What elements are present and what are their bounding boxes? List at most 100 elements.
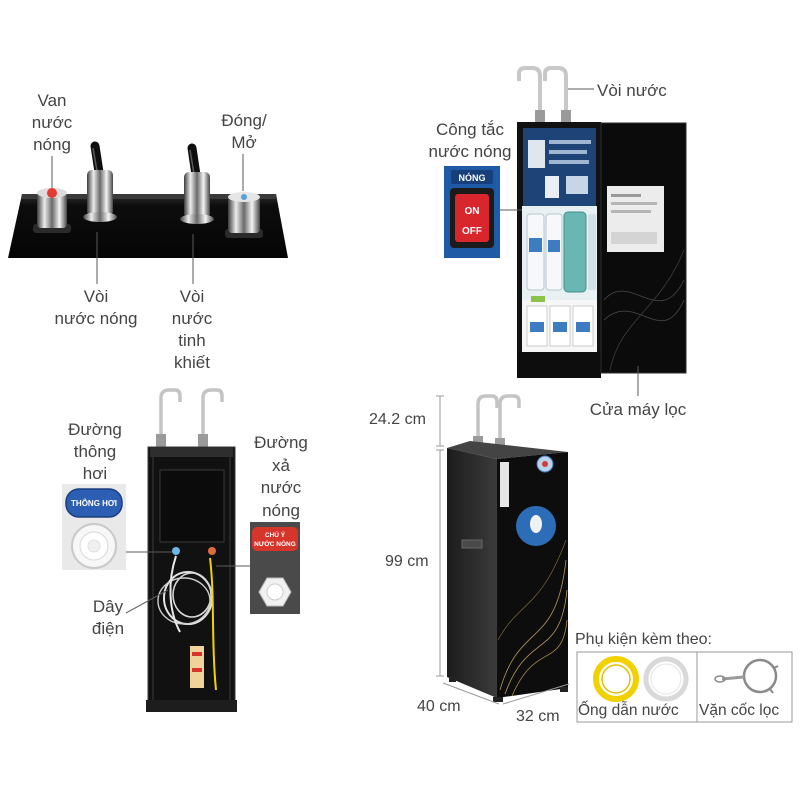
wrench-grip [714,675,726,683]
cable-label-line: điện [91,619,125,638]
cabinet-base [517,352,601,378]
faucet-body [184,172,210,218]
panel-highlight [21,194,277,199]
faucet-gooseneck [517,66,542,124]
knob-body [37,192,67,228]
leader-cable [125,589,169,614]
faucet-fitting [535,110,545,123]
door-swirl-line [603,299,685,322]
faucet-pipe [90,141,104,177]
sticker-line [549,160,589,164]
switch-badge-text: NÓNG [459,172,486,183]
purifier-foot [449,676,456,682]
vent-fitting [172,547,180,555]
dim-depth-label: 32 cm [516,708,560,725]
hot-valve-label-line: nóng [33,135,71,154]
back-upper-panel [159,469,225,543]
yellow-tube-ring-inner [601,664,631,694]
drain-badge-text-2: NƯỚC NÓNG [254,539,296,548]
dim-depth-line [502,683,570,705]
drain-closeup: CHÚ Ý NƯỚC NÓNG [250,522,300,614]
white-tube-ring [643,656,689,702]
side-handle [461,539,483,549]
hot-water-switch-closeup: NÓNG ON OFF [444,166,500,258]
faucet-base [180,214,214,224]
sticker-image [566,176,588,194]
on-off-label: Đóng/ Mở [204,110,284,154]
hot-water-valve-knob [33,188,71,233]
purifier-foot [493,697,503,702]
pure-water-faucet [180,143,214,224]
sticker-image [545,176,559,198]
on-off-knob [225,192,263,238]
power-cable [209,557,217,691]
open-purifier-section: NÓNG ON OFF [444,66,687,396]
drain-tube [169,555,181,633]
hot-valve-label-line: Van [37,91,67,110]
dim-width-label: 40 cm [417,698,461,715]
filter-wrench-icon [714,658,779,694]
door-swirl-line [603,279,685,302]
front-gold-swirl [499,559,567,691]
vent-closeup: THÔNG HƠI [62,484,126,570]
faucet-gooseneck [476,394,499,450]
control-panel-section [8,141,288,284]
drain-label: Đường xả nước nóng [231,432,331,522]
accessories-title: Phụ kiện kèm theo: [575,631,712,648]
on-off-label-line: Đóng/ [221,111,267,130]
vent-valve-center [87,539,101,553]
faucet-base [83,212,117,222]
sticker-line [549,140,591,144]
door-sticker-line [611,210,651,213]
filter-membrane [563,211,587,293]
drain-badge-text-1: CHÚ Ý [265,530,286,539]
front-label-strip [500,462,509,507]
cable-label: Dây điện [68,596,148,640]
faucet-fitting [156,434,166,447]
pure-faucet-label-line: khiết [174,353,210,372]
faucet-pipe [187,143,201,180]
back-view-section: THÔNG HƠI CHÚ Ý NƯỚC NÓNG [62,388,300,712]
faucet-fitting [495,438,505,450]
hot-faucet-label: Vòi nước nóng [36,286,156,330]
pure-faucet-label-line: Vòi [179,287,205,306]
warning-sticker-stripe [192,652,202,656]
hot-indicator-dot [47,188,57,198]
vent-badge [65,488,123,518]
faucet-icon [517,66,571,124]
back-base [146,700,237,712]
dimension-lines [436,395,570,705]
hot-faucet-label-line: Vòi [83,287,109,306]
cable-label-line: Dây [92,597,124,616]
faucet-fitting [561,110,571,123]
door-label: Cửa máy lọc [589,400,687,419]
drain-badge [252,527,298,551]
dim-width-line [442,682,500,705]
cartridge-label [553,322,567,332]
dim-height-label: 99 cm [385,553,429,570]
door-sticker-line [611,202,657,205]
purifier-side-face [447,448,497,698]
dimensions-section [436,394,793,723]
vent-label: Đường thông hơi [45,419,145,485]
sticker-line [549,150,587,154]
dim-faucet-label: 24.2 cm [369,411,426,428]
faucet-gooseneck [498,394,521,452]
white-tube-ring-inner [650,663,682,695]
faucet-gooseneck [201,388,224,447]
accessory-wrench-label: Vặn cốc lọc [699,702,780,719]
rocker-switch-icon: ON OFF [450,188,494,248]
drain-label-line: nóng [262,500,300,520]
faucet-label: Vòi nước [597,81,667,100]
back-top-cap [150,447,233,457]
door-swirl-line [609,249,685,371]
drain-label-line: nước [260,478,302,497]
sticker-image [528,140,545,168]
cartridge-label [576,322,590,332]
vent-badge-text: THÔNG HƠI [71,499,117,508]
vent-label-line: Đường [68,420,122,439]
pure-faucet-label-line: tinh [178,331,206,350]
switch-badge [451,170,493,184]
warning-sticker-stripe [192,668,202,672]
